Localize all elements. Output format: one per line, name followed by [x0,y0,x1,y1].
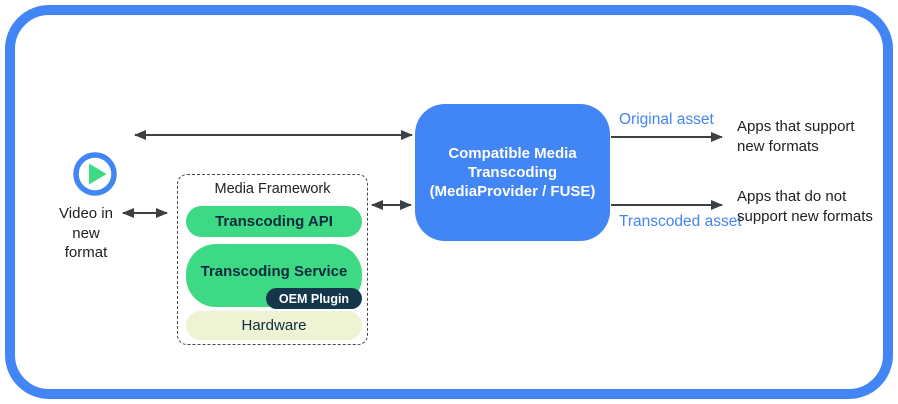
outer-frame [5,5,893,399]
transcoded-asset-label: Transcoded asset [619,213,742,230]
media-framework-title: Media Framework [214,181,331,197]
play-icon [71,150,119,198]
apps-no-support-new-formats-label: Apps that do not support new formats [737,188,873,225]
original-asset-label: Original asset [619,111,714,128]
compatible-media-transcoding-box: Compatible Media Transcoding (MediaProvi… [415,104,610,241]
oem-plugin-pill: OEM Plugin [266,288,362,309]
transcoding-api-pill: Transcoding API [186,206,362,237]
video-source-label: Video in new format [59,205,113,261]
apps-support-new-formats-label: Apps that support new formats [737,118,855,155]
hardware-pill: Hardware [186,311,362,340]
media-framework-box: Media Framework Transcoding API Transcod… [177,174,368,345]
